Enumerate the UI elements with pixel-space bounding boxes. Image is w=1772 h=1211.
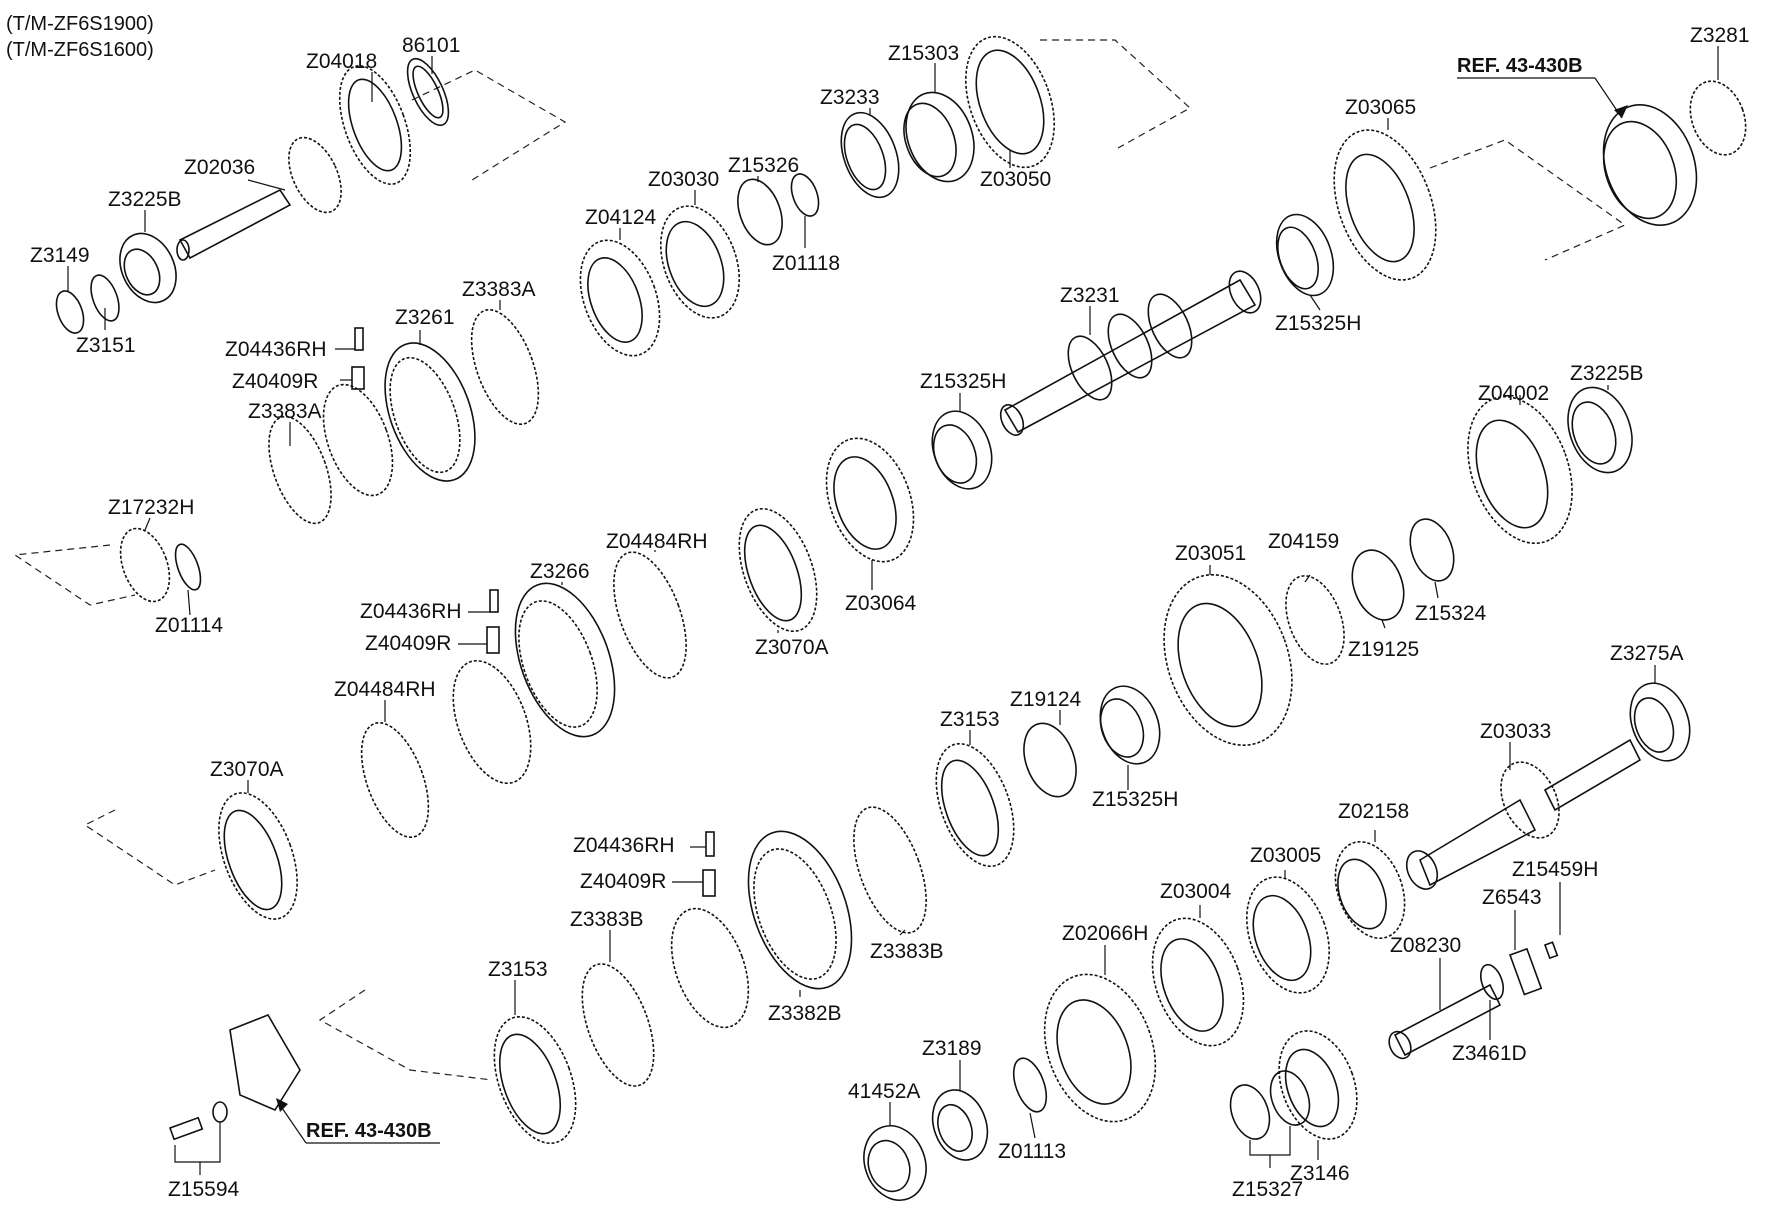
part-label[interactable]: Z3461D xyxy=(1452,1042,1527,1065)
part-label[interactable]: Z3070A xyxy=(755,636,829,659)
part-label[interactable]: Z3383B xyxy=(570,908,644,931)
part-label[interactable]: Z03033 xyxy=(1480,720,1551,743)
part-label[interactable]: Z15459H xyxy=(1512,858,1598,881)
part-label[interactable]: Z3146 xyxy=(1290,1162,1350,1185)
part-label[interactable]: Z15324 xyxy=(1415,602,1487,625)
part-label[interactable]: Z3225B xyxy=(108,188,182,211)
part-label[interactable]: Z3383A xyxy=(248,400,322,423)
ref-label-bottom[interactable]: REF. 43-430B xyxy=(306,1120,432,1142)
ref-callout-bottom[interactable]: REF. 43-430B xyxy=(276,1098,440,1144)
part-label[interactable]: Z03004 xyxy=(1160,880,1232,903)
part-label[interactable]: Z3225B xyxy=(1570,362,1644,385)
part-label[interactable]: Z3070A xyxy=(210,758,284,781)
part-label[interactable]: Z02036 xyxy=(184,156,255,179)
part-label[interactable]: Z40409R xyxy=(580,870,666,893)
part-label[interactable]: Z03064 xyxy=(845,592,917,615)
header-model-2: (T/M-ZF6S1600) xyxy=(6,39,154,61)
header-model-1: (T/M-ZF6S1900) xyxy=(6,13,154,35)
part-label[interactable]: Z17232H xyxy=(108,496,194,519)
part-label[interactable]: 86101 xyxy=(402,34,460,57)
part-label[interactable]: Z3233 xyxy=(820,86,880,109)
part-label[interactable]: Z01114 xyxy=(155,614,223,637)
part-label[interactable]: Z15325H xyxy=(1275,312,1361,335)
part-label[interactable]: Z3153 xyxy=(940,708,1000,731)
part-label[interactable]: Z19124 xyxy=(1010,688,1082,711)
part-label[interactable]: Z3151 xyxy=(76,334,136,357)
part-label[interactable]: Z15325H xyxy=(1092,788,1178,811)
part-label[interactable]: Z3261 xyxy=(395,306,455,329)
part-label[interactable]: Z04436RH xyxy=(573,834,675,857)
part-label[interactable]: Z3153 xyxy=(488,958,548,981)
part-label[interactable]: Z3231 xyxy=(1060,284,1120,307)
part-label[interactable]: Z3275A xyxy=(1610,642,1684,665)
part-label[interactable]: Z03051 xyxy=(1175,542,1246,565)
part-label[interactable]: Z3383A xyxy=(462,278,536,301)
part-label[interactable]: Z03030 xyxy=(648,168,719,191)
part-label[interactable]: Z3189 xyxy=(922,1037,982,1060)
dashed-guides xyxy=(13,39,1627,1081)
part-label[interactable]: Z3383B xyxy=(870,940,944,963)
part-label[interactable]: Z04002 xyxy=(1478,382,1549,405)
part-label[interactable]: Z40409R xyxy=(232,370,318,393)
part-label[interactable]: Z15327 xyxy=(1232,1178,1303,1201)
part-label[interactable]: Z04159 xyxy=(1268,530,1339,553)
part-label[interactable]: 41452A xyxy=(848,1080,920,1103)
part-label[interactable]: Z04484RH xyxy=(606,530,708,553)
part-label[interactable]: Z04436RH xyxy=(225,338,327,361)
part-label[interactable]: Z15303 xyxy=(888,42,959,65)
part-label[interactable]: Z03005 xyxy=(1250,844,1321,867)
part-label[interactable]: Z02066H xyxy=(1062,922,1148,945)
part-label[interactable]: Z01118 xyxy=(772,252,840,275)
part-label[interactable]: Z08230 xyxy=(1390,934,1461,957)
part-label[interactable]: Z01113 xyxy=(998,1140,1066,1163)
leader-lines xyxy=(67,46,1719,1175)
part-label[interactable]: Z04436RH xyxy=(360,600,462,623)
part-label[interactable]: Z15326 xyxy=(728,154,799,177)
part-label[interactable]: Z03050 xyxy=(980,168,1051,191)
part-label[interactable]: Z19125 xyxy=(1348,638,1419,661)
parts xyxy=(55,35,1747,1201)
part-label[interactable]: Z04124 xyxy=(585,206,657,229)
ref-callout-top[interactable]: REF. 43-430B xyxy=(1457,55,1628,119)
part-label[interactable]: Z3281 xyxy=(1690,24,1750,47)
part-label[interactable]: Z04018 xyxy=(306,50,377,73)
ref-label-top[interactable]: REF. 43-430B xyxy=(1457,55,1583,77)
part-label[interactable]: Z3382B xyxy=(768,1002,842,1025)
arrow-icon xyxy=(1614,105,1628,118)
part-label[interactable]: Z6543 xyxy=(1482,886,1542,909)
part-label[interactable]: Z02158 xyxy=(1338,800,1409,823)
arrow-icon xyxy=(276,1098,288,1112)
part-labels: 86101 Z04018 Z02036 Z3225B Z3149 Z3151 Z… xyxy=(30,24,1750,1201)
part-label[interactable]: Z3149 xyxy=(30,244,90,267)
part-label[interactable]: Z15594 xyxy=(168,1178,240,1201)
part-label[interactable]: Z03065 xyxy=(1345,96,1416,119)
part-label[interactable]: Z40409R xyxy=(365,632,451,655)
part-label[interactable]: Z04484RH xyxy=(334,678,436,701)
part-label[interactable]: Z3266 xyxy=(530,560,590,583)
part-label[interactable]: Z15325H xyxy=(920,370,1006,393)
